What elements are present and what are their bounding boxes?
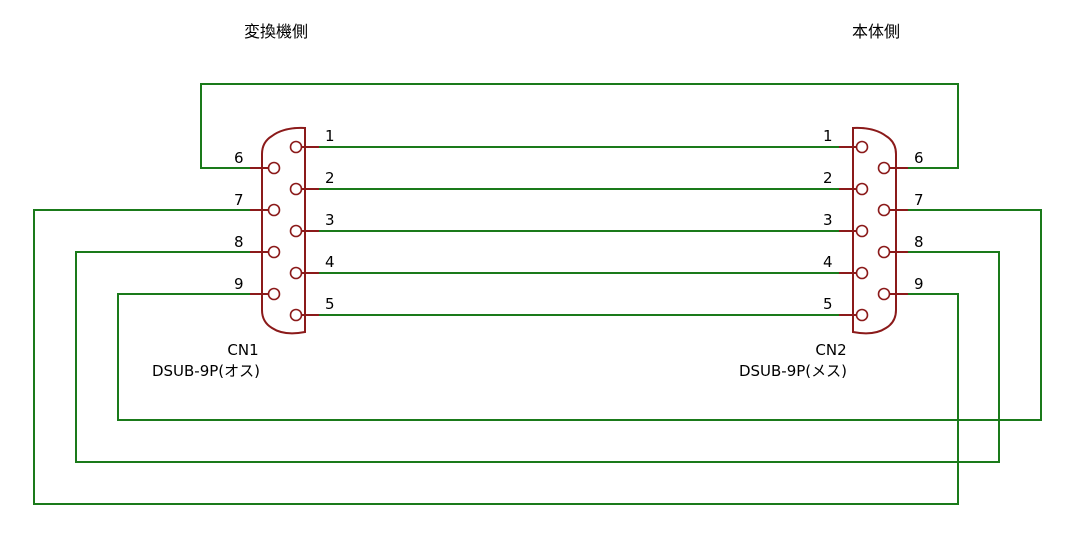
- cn2-pin-number-6: 6: [914, 149, 924, 167]
- cn2-pin-number-7: 7: [914, 191, 924, 209]
- wire-pin6: [200, 83, 959, 169]
- cn2-pin-number-1: 1: [823, 127, 833, 145]
- cn1-pin-9: [267, 287, 281, 301]
- cn2-pin-8: [877, 245, 891, 259]
- cn1-pin-5: [289, 308, 303, 322]
- cn1-pin-number-6: 6: [234, 149, 244, 167]
- left-side-title: 変換機側: [244, 22, 308, 41]
- cn1-pin-4: [289, 266, 303, 280]
- cn2-value: DSUB-9P(メス): [739, 362, 847, 380]
- cn2-pin-7: [877, 203, 891, 217]
- cn1-pin-number-8: 8: [234, 233, 244, 251]
- cn1-reference: CN1: [227, 341, 258, 359]
- cn1-pin-number-9: 9: [234, 275, 244, 293]
- cn1-pin-1: [289, 140, 303, 154]
- cn1-pin-number-5: 5: [325, 295, 335, 313]
- wire-pin7-to-9: [33, 209, 959, 505]
- cn2-pin-4: [855, 266, 869, 280]
- cn1-pin-7: [267, 203, 281, 217]
- cn1-connector: 1 2 3 4 5 6 7 8 9 CN1 DSUB-9P(オス): [152, 126, 335, 380]
- cn2-pin-9: [877, 287, 891, 301]
- cn2-pin-number-5: 5: [823, 295, 833, 313]
- cn2-pin-number-2: 2: [823, 169, 833, 187]
- cn1-value: DSUB-9P(オス): [152, 362, 260, 380]
- cn1-pin-number-7: 7: [234, 191, 244, 209]
- cn2-body: [852, 126, 897, 335]
- wires: [33, 83, 1042, 505]
- cn1-pin-number-4: 4: [325, 253, 335, 271]
- cn2-pin-number-8: 8: [914, 233, 924, 251]
- cn1-pin-number-2: 2: [325, 169, 335, 187]
- cn1-pin-number-3: 3: [325, 211, 335, 229]
- wire-pin8: [75, 251, 1000, 463]
- cn1-pin-number-1: 1: [325, 127, 335, 145]
- cn2-pin-1: [855, 140, 869, 154]
- cn1-pin-8: [267, 245, 281, 259]
- cn2-reference: CN2: [815, 341, 846, 359]
- cn2-pin-3: [855, 224, 869, 238]
- cn2-pin-number-3: 3: [823, 211, 833, 229]
- right-side-title: 本体側: [852, 22, 900, 41]
- cn1-pin-2: [289, 182, 303, 196]
- cn2-pin-number-9: 9: [914, 275, 924, 293]
- wire-pin9-to-7: [117, 209, 1042, 421]
- cn1-body: [261, 126, 306, 335]
- cn2-connector: 1 2 3 4 5 6 7 8 9 CN2 DSUB-9P(メス): [739, 126, 924, 380]
- cn2-pin-number-4: 4: [823, 253, 833, 271]
- cn2-pin-2: [855, 182, 869, 196]
- cn1-pin-3: [289, 224, 303, 238]
- cn2-pin-6: [877, 161, 891, 175]
- cn2-pin-5: [855, 308, 869, 322]
- cn1-pin-6: [267, 161, 281, 175]
